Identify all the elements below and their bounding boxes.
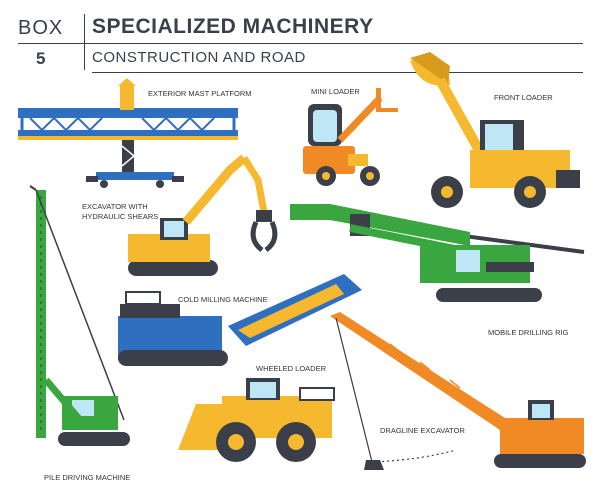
page-title: SPECIALIZED MACHINERY bbox=[92, 15, 374, 38]
label-pile-driving-machine: PILE DRIVING MACHINE bbox=[44, 473, 131, 482]
mini-loader-icon bbox=[303, 88, 398, 186]
mobile-drilling-rig-icon bbox=[290, 204, 585, 302]
label-mini-loader: MINI LOADER bbox=[311, 87, 360, 96]
box-label: BOX bbox=[18, 17, 64, 39]
header-divider bbox=[18, 43, 583, 44]
label-excavator-line2: HYDRAULIC SHEARS bbox=[82, 212, 159, 221]
exterior-mast-platform-icon bbox=[18, 78, 238, 188]
dragline-excavator-icon bbox=[330, 312, 586, 470]
label-exterior-mast-platform: EXTERIOR MAST PLATFORM bbox=[148, 89, 252, 98]
front-loader-icon bbox=[410, 52, 580, 208]
cold-milling-machine-icon bbox=[118, 274, 362, 366]
label-mobile-drilling-rig: MOBILE DRILLING RIG bbox=[488, 328, 569, 337]
label-wheeled-loader: WHEELED LOADER bbox=[256, 364, 327, 373]
label-dragline-excavator: DRAGLINE EXCAVATOR bbox=[380, 426, 465, 435]
label-cold-milling-machine: COLD MILLING MACHINE bbox=[178, 295, 268, 304]
wheeled-loader-icon bbox=[178, 378, 335, 462]
subtitle-underline bbox=[92, 72, 583, 73]
label-front-loader: FRONT LOADER bbox=[494, 93, 553, 102]
excavator-shears-icon bbox=[128, 154, 278, 276]
box-number: 5 bbox=[36, 49, 46, 68]
title-left-rule bbox=[84, 14, 85, 70]
page-subtitle: CONSTRUCTION AND ROAD bbox=[92, 49, 306, 66]
label-excavator-line1: EXCAVATOR WITH bbox=[82, 202, 148, 211]
pile-driving-machine-icon bbox=[29, 185, 130, 446]
